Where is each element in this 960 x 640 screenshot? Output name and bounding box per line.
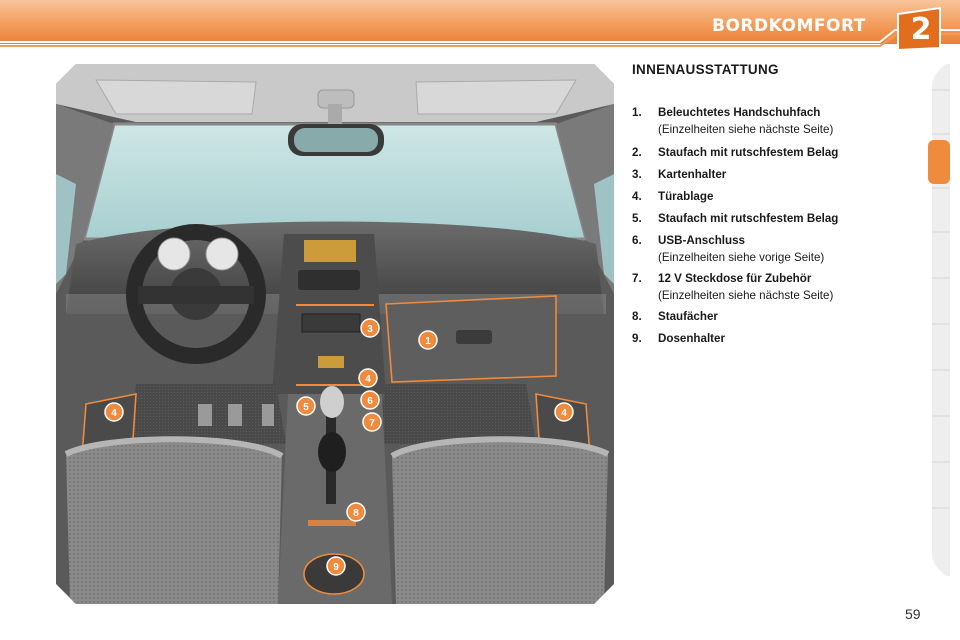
callout-5: 5 [296,396,316,416]
item-label: USB-Anschluss [658,234,745,247]
item-note: (Einzelheiten siehe nächste Seite) [658,289,834,302]
item-label: 12 V Steckdose für Zubehör [658,272,812,285]
car-interior-image: 1 3 4 4 4 5 6 7 8 9 [56,64,614,604]
callout-9: 9 [326,556,346,576]
chapter-title: BORDKOMFORT [712,16,866,36]
section-title: INNENAUSSTATTUNG [632,62,779,77]
chapter-number: 2 [910,12,932,47]
callout-8: 8 [346,502,366,522]
svg-text:4: 4 [111,408,117,419]
svg-text:4: 4 [561,408,567,419]
item-note: (Einzelheiten siehe nächste Seite) [658,123,834,136]
item-number: 1. [632,106,642,119]
item-label: Dosenhalter [658,332,726,345]
item-label: Beleuchtetes Handschuhfach [658,106,821,119]
item-number: 9. [632,332,642,345]
item-number: 2. [632,146,642,159]
callout-3: 4 [358,368,378,388]
callout-2: 3 [360,318,380,338]
svg-text:7: 7 [369,418,375,429]
svg-text:1: 1 [425,336,431,347]
item-label: Staufach mit rutschfestem Belag [658,212,839,225]
item-number: 8. [632,310,642,323]
item-number: 4. [632,190,642,203]
svg-text:6: 6 [367,396,373,407]
callout-4-left: 4 [104,402,124,422]
item-label: Türablage [658,190,714,203]
svg-text:8: 8 [353,508,359,519]
svg-text:3: 3 [367,324,373,335]
callout-1: 1 [418,330,438,350]
item-number: 6. [632,234,642,247]
item-number: 3. [632,168,642,181]
chapter-header: BORDKOMFORT 2 [0,0,960,52]
item-label: Staufach mit rutschfestem Belag [658,146,839,159]
page-number: 59 [905,606,921,622]
item-note: (Einzelheiten siehe vorige Seite) [658,251,825,264]
svg-text:4: 4 [365,374,371,385]
item-number: 7. [632,272,642,285]
active-chapter-tab [928,140,950,184]
item-label: Kartenhalter [658,168,727,181]
callout-7: 7 [362,412,382,432]
callout-6: 6 [360,390,380,410]
svg-text:5: 5 [303,402,309,413]
chapter-tab-strip [928,64,950,576]
svg-text:9: 9 [333,562,339,573]
callout-4-right: 4 [554,402,574,422]
interior-illustration: 1 3 4 4 4 5 6 7 8 9 [56,64,614,604]
item-number: 5. [632,212,642,225]
chapter-tabs [928,64,950,576]
header-band [0,0,960,52]
item-label: Staufächer [658,310,718,323]
